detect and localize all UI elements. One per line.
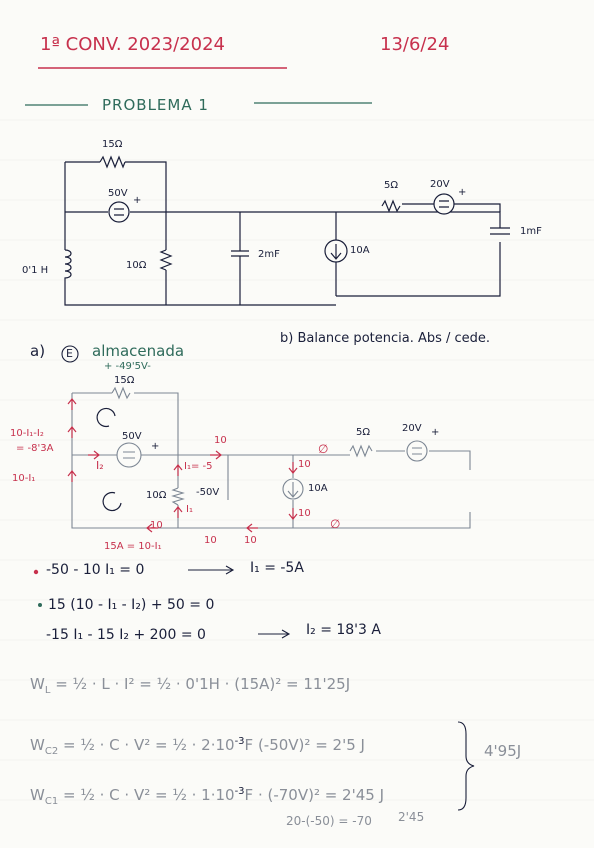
part-a-circle xyxy=(61,345,79,363)
footnote-left: 20-(-50) = -70 xyxy=(286,814,372,828)
c1-v-left-sign: + xyxy=(133,195,142,206)
energy-total: 4'95J xyxy=(484,742,522,760)
part-a-annotation: + -49'5V- xyxy=(104,361,151,372)
energy-inductor: WL = ½ · L · I² = ½ · 0'1H · (15A)² = 11… xyxy=(30,677,350,696)
c2-source-current-top: 10 xyxy=(298,459,311,470)
voltage-source2-50v xyxy=(116,442,142,468)
resistor-5-ohm xyxy=(381,199,401,213)
c2-i1-label: I₁ xyxy=(186,504,193,515)
equation-1: -50 - 10 I₁ = 0 xyxy=(46,562,145,578)
c2-phi-top: ∅ xyxy=(318,442,329,456)
resistor2-15-ohm xyxy=(111,386,131,400)
c1-v-right-label: 20V xyxy=(430,179,450,190)
voltage-source-20v xyxy=(433,193,455,215)
energy-cap2-end: F (-50V)² = 2'5 J xyxy=(244,736,365,754)
c2-source-current-bottom: 10 xyxy=(298,508,311,519)
c2-v-left-label: 50V xyxy=(122,431,142,442)
c2-bottom-mid-1: 10 xyxy=(204,535,217,546)
voltage-source-50v xyxy=(108,201,130,223)
c2-bottom-mid-3: 10 xyxy=(150,520,163,531)
energy-inductor-lhs: W xyxy=(30,675,45,693)
c2-i1-eq: I₁= -5 xyxy=(184,461,213,472)
energy-inductor-sub: L xyxy=(44,685,51,696)
c2-v-right-sign: + xyxy=(431,427,440,438)
exam-date: 13/6/24 xyxy=(380,34,450,55)
current-arrows xyxy=(67,398,298,533)
source-symbols xyxy=(114,200,449,260)
circuit-1 xyxy=(64,155,510,306)
circuit-1-sources xyxy=(108,193,455,263)
c1-cap-right-label: 1mF xyxy=(520,226,542,237)
voltage-source2-20v xyxy=(406,440,428,462)
energy-cap1-exp: -3 xyxy=(234,786,245,797)
c2-left-value: = -8'3A xyxy=(16,443,54,454)
c1-r-mid-label: 10Ω xyxy=(126,260,147,271)
part-b-text: b) Balance potencia. Abs / cede. xyxy=(280,331,491,346)
c1-cap-mid-label: 2mF xyxy=(258,249,280,260)
energy-cap1-lhs: W xyxy=(30,786,45,804)
wire-right-branch xyxy=(402,203,501,212)
c1-inductor-label: 0'1 H xyxy=(22,265,49,276)
c1-current-source-label: 10A xyxy=(350,245,370,256)
resistor2-10-ohm xyxy=(171,487,185,506)
part-a-text: almacenada xyxy=(92,342,185,360)
energy-cap-1: WC1 = ½ · C · V² = ½ · 1·10-3F · (-70V)²… xyxy=(30,787,384,807)
c2-v-left-sign: + xyxy=(151,441,160,452)
inductor-coil xyxy=(64,249,72,285)
implies-arrow-2 xyxy=(258,629,291,639)
energy-cap2-mid: = ½ · C · V² = ½ · 2·10 xyxy=(62,736,235,754)
energy-cap2-lhs: W xyxy=(30,736,45,754)
c2-r-mid-label: 10Ω xyxy=(146,490,167,501)
c2-v-right-label: 20V xyxy=(402,423,422,434)
c2-r-right-label: 5Ω xyxy=(356,427,371,438)
exam-title: 1ª CONV. 2023/2024 xyxy=(40,34,225,55)
loop-arrow-lower xyxy=(102,491,122,512)
c2-bottom-mid-2: 10 xyxy=(244,535,257,546)
c1-v-left-label: 50V xyxy=(108,188,128,199)
resistor2-5-ohm xyxy=(349,444,373,458)
part-a-circle-letter: E xyxy=(66,347,73,360)
c2-left-expr: 10-I₁-I₂ xyxy=(10,428,44,439)
energy-cap1-mid: = ½ · C · V² = ½ · 1·10 xyxy=(62,786,235,804)
equation-3-result: I₂ = 18'3 A xyxy=(306,622,381,638)
c2-left-lower: 10-I₁ xyxy=(12,473,36,484)
sum-brace xyxy=(457,721,475,811)
resistor-15-ohm xyxy=(99,155,126,169)
energy-cap-2: WC2 = ½ · C · V² = ½ · 2·10-3F (-50V)² =… xyxy=(30,737,365,757)
energy-inductor-rhs: = ½ · L · I² = ½ · 0'1H · (15A)² = 11'25… xyxy=(55,675,351,693)
energy-cap2-sub: C2 xyxy=(44,746,59,757)
c2-r-top-label: 15Ω xyxy=(114,375,135,386)
bullet-1 xyxy=(33,569,39,575)
implies-arrow-1 xyxy=(188,565,235,575)
c2-phi-bottom: ∅ xyxy=(330,517,341,531)
energy-cap1-end: F · (-70V)² = 2'45 J xyxy=(244,786,385,804)
c2-current-source-label: 10A xyxy=(308,483,328,494)
c2-top-mid-current: 10 xyxy=(214,435,227,446)
equation-2: 15 (10 - I₁ - I₂) + 50 = 0 xyxy=(48,597,215,613)
resistor-10-ohm xyxy=(159,249,173,271)
energy-cap1-sub: C1 xyxy=(44,796,59,807)
paper-grid xyxy=(0,119,594,801)
equation-3: -15 I₁ - 15 I₂ + 200 = 0 xyxy=(46,627,206,643)
c1-v-right-sign: + xyxy=(458,187,467,198)
c2-v-mid-label: -50V xyxy=(196,487,220,498)
part-a-label: a) xyxy=(30,342,46,360)
circuit-2-sources xyxy=(116,440,428,500)
footnote-right: 2'45 xyxy=(398,810,425,824)
equation-1-result: I₁ = -5A xyxy=(250,560,304,576)
bullet-2 xyxy=(38,603,42,607)
c2-bottom-left-expr: 15A = 10-I₁ xyxy=(104,541,162,552)
c2-i2-label: I₂ xyxy=(96,459,104,472)
source2-symbols xyxy=(123,447,422,498)
energy-cap2-exp: -3 xyxy=(234,736,245,747)
problem-heading: PROBLEMA 1 xyxy=(102,96,209,114)
c1-r-right-label: 5Ω xyxy=(384,180,399,191)
c1-r-top-label: 15Ω xyxy=(102,139,123,150)
loop-arrow-upper xyxy=(96,407,116,428)
